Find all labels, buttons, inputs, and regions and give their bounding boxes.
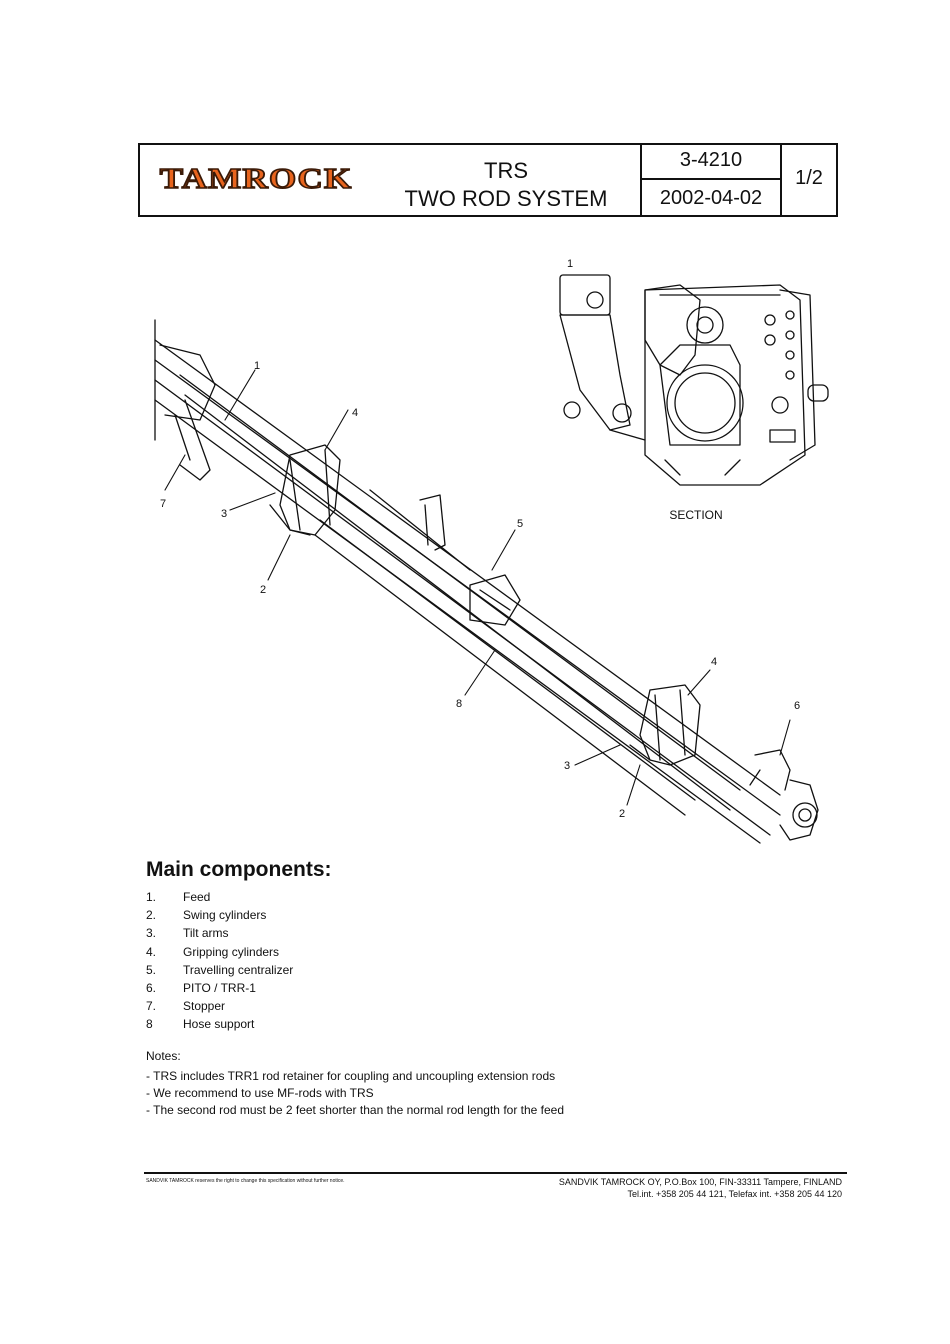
feed-assembly [154, 319, 819, 844]
callout-section-1: 1 [567, 258, 573, 270]
list-item: 2.Swing cylinders [146, 908, 267, 923]
components-list: 1.Feed 2.Swing cylinders 3.Tilt arms 4.G… [146, 888, 293, 1034]
list-item: 4.Gripping cylinders [146, 944, 280, 959]
notes-heading: Notes: [146, 1049, 181, 1063]
document-number-cell: 3-4210 2002-04-02 [640, 145, 782, 215]
callout-leaders [164, 369, 791, 806]
footer-divider [144, 1172, 847, 1174]
trs-assembly-drawing: 1 7 3 4 2 5 8 4 6 3 2 1 SECTION [154, 258, 829, 844]
callout-1: 1 [254, 360, 260, 372]
callout-3a: 3 [221, 508, 227, 520]
callout-4a: 4 [352, 407, 358, 419]
callout-3b: 3 [564, 760, 570, 772]
section-view [559, 274, 829, 486]
list-item: - The second rod must be 2 feet shorter … [146, 1103, 565, 1117]
callout-8: 8 [456, 698, 462, 710]
callout-6: 6 [794, 700, 800, 712]
callout-7: 7 [160, 498, 166, 510]
callout-2b: 2 [619, 808, 625, 820]
document-date: 2002-04-02 [659, 187, 763, 209]
callout-2a: 2 [260, 584, 266, 596]
list-item: 5.Travelling centralizer [146, 962, 294, 977]
footer-disclaimer: SANDVIK TAMROCK reserves the right to ch… [146, 1178, 345, 1184]
list-item: 7.Stopper [146, 999, 226, 1014]
title-line-2: TWO ROD SYSTEM [404, 186, 608, 211]
components-heading: Main components: [146, 858, 332, 881]
section-label: SECTION [669, 508, 722, 522]
notes-list: - TRS includes TRR1 rod retainer for cou… [146, 1068, 564, 1119]
document-title: TRS TWO ROD SYSTEM [372, 145, 640, 215]
list-item: 3.Tilt arms [146, 926, 229, 941]
title-line-1: TRS [484, 158, 528, 183]
footer-address: SANDVIK TAMROCK OY, P.O.Box 100, FIN-333… [559, 1176, 842, 1200]
list-item: 6.PITO / TRR-1 [146, 980, 256, 995]
footer-address-line-1: SANDVIK TAMROCK OY, P.O.Box 100, FIN-333… [558, 1177, 842, 1187]
document-number: 3-4210 [642, 145, 780, 180]
list-item: - We recommend to use MF-rods with TRS [146, 1086, 374, 1100]
tamrock-logo: TAMROCK [159, 163, 353, 196]
list-item: 1.Feed [146, 890, 211, 904]
list-item: - TRS includes TRR1 rod retainer for cou… [146, 1069, 556, 1083]
document-header: TAMROCK TRS TWO ROD SYSTEM 3-4210 2002-0… [138, 143, 838, 217]
callout-5: 5 [517, 518, 523, 530]
footer-address-line-2: Tel.int. +358 205 44 121, Telefax int. +… [627, 1189, 842, 1199]
page-number: 1/2 [795, 167, 823, 189]
callout-4b: 4 [711, 656, 717, 668]
